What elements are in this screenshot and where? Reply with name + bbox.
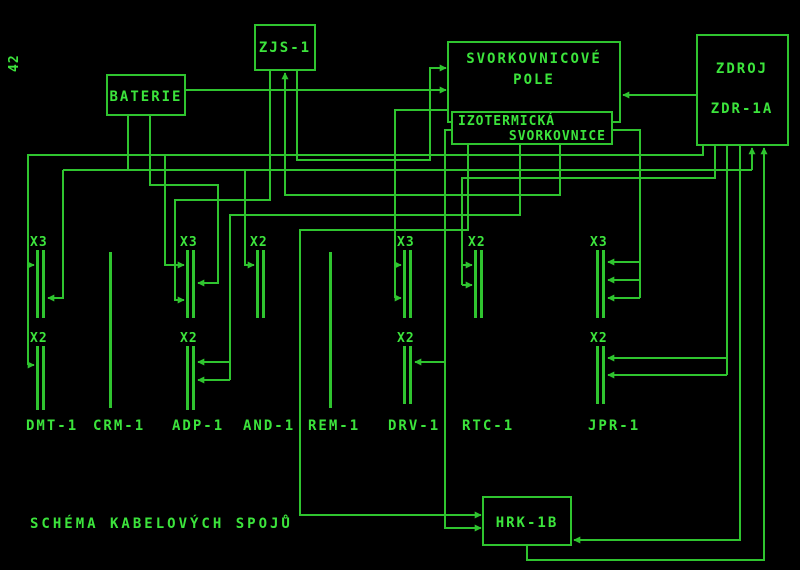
connector-label-x2: X2	[30, 331, 48, 346]
connector-label-x2: X2	[468, 235, 486, 250]
connector-label-x2: X2	[397, 331, 415, 346]
device-label: REM-1	[308, 418, 360, 434]
wire-pole-to-drv-trunk	[394, 109, 448, 298]
box-zjs: ZJS-1	[254, 24, 316, 71]
box-zjs-outline	[254, 24, 316, 71]
wire-arrow-izoterm-to-hrk-a	[299, 144, 482, 519]
wire-zdroj-to-dmt-trunk	[27, 145, 704, 365]
box-baterie: BATERIE	[106, 74, 186, 116]
device-label: RTC-1	[462, 418, 514, 434]
wire-arrow-izoterm-to-hrk-b	[444, 129, 482, 532]
box-zjs-label: ZJS-1	[259, 40, 311, 56]
box-baterie-outline	[106, 74, 186, 116]
connector-bar	[602, 250, 605, 318]
wire-arrow-zjs-to-pole	[296, 64, 447, 161]
box-hrk-label: HRK-1B	[496, 515, 559, 531]
device-dmt-1: X3 X2 DMT-1	[26, 235, 78, 434]
device-label: JPR-1	[588, 418, 640, 434]
box-izotermicka-line1: IZOTERMICKÁ	[458, 113, 555, 129]
wire-arrow-and-x2	[244, 170, 255, 269]
wire-zdroj-to-rtc-trunk	[461, 145, 716, 285]
cable-line	[109, 252, 112, 408]
connector-bar	[596, 346, 599, 404]
device-label: CRM-1	[93, 418, 145, 434]
box-izotermicka-line2: SVORKOVNICE	[509, 129, 606, 144]
box-zdroj-line1: ZDROJ	[716, 61, 768, 77]
wire-arrow-zjs-to-adp-x3	[174, 70, 271, 304]
connector-bar	[480, 250, 483, 318]
connector-label-x3: X3	[397, 235, 415, 250]
connector-bar	[192, 346, 195, 410]
box-hrk: HRK-1B	[482, 496, 572, 546]
connector-bar	[36, 346, 39, 410]
device-drv-1: X3 X2 DRV-1	[388, 235, 440, 434]
page-corner-number: 42	[7, 54, 22, 72]
wire-arrow-dmt-x3-b	[47, 170, 64, 302]
wire-izoterm-to-adp-x2-trunk	[229, 144, 521, 380]
connector-bar	[403, 250, 406, 318]
connector-bar	[192, 250, 195, 318]
connector-bar	[42, 250, 45, 318]
cable-line	[329, 252, 332, 408]
box-izotermicka-svorkovnice: IZOTERMICKÁ SVORKOVNICE	[451, 111, 613, 145]
connector-label-x2: X2	[590, 331, 608, 346]
schematic-caption: SCHÉMA KABELOVÝCH SPOJŮ	[30, 514, 293, 532]
device-label: DMT-1	[26, 418, 78, 434]
connector-bar	[409, 346, 412, 404]
connector-bar	[409, 250, 412, 318]
box-zdroj-line2: ZDR-1A	[711, 101, 774, 117]
device-rtc-1: X2 RTC-1	[462, 235, 514, 434]
box-zdroj: ZDROJ ZDR-1A	[696, 34, 789, 146]
device-rem-1: REM-1	[308, 252, 360, 434]
box-svorkovnicove-pole-line2: POLE	[513, 72, 555, 88]
connector-bar	[256, 250, 259, 318]
box-zdroj-outline	[696, 34, 789, 146]
box-svorkovnicove-pole-outline	[447, 41, 621, 123]
connector-bar	[186, 250, 189, 318]
connector-label-x3: X3	[590, 235, 608, 250]
connector-label-x2: X2	[250, 235, 268, 250]
device-label: ADP-1	[172, 418, 224, 434]
connector-bar	[42, 346, 45, 410]
boxes-layer: ZJS-1 BATERIE SVORKOVNICOVÉ POLE IZOTERM…	[106, 24, 789, 546]
device-and-1: X2 AND-1	[243, 235, 295, 434]
box-izotermicka-outline	[451, 111, 613, 145]
device-jpr-1: X3 X2 JPR-1	[588, 235, 640, 434]
connector-bar	[186, 346, 189, 410]
connector-bar	[474, 250, 477, 318]
connector-bar	[262, 250, 265, 318]
box-hrk-outline	[482, 496, 572, 546]
wire-arrow-baterie-to-adp-x3	[149, 115, 219, 287]
connector-bar	[596, 250, 599, 318]
device-adp-1: X3 X2 ADP-1	[172, 235, 224, 434]
wire-izoterm-to-jpr-x3-trunk	[612, 129, 641, 298]
connector-label-x3: X3	[30, 235, 48, 250]
box-svorkovnicove-pole: SVORKOVNICOVÉ POLE	[447, 41, 621, 123]
connector-bar	[403, 346, 406, 404]
connector-bar	[36, 250, 39, 318]
connector-label-x2: X2	[180, 331, 198, 346]
device-label: AND-1	[243, 418, 295, 434]
device-label: DRV-1	[388, 418, 440, 434]
connector-bar	[602, 346, 605, 404]
box-baterie-label: BATERIE	[109, 89, 182, 105]
device-crm-1: CRM-1	[93, 252, 145, 434]
wires-layer	[27, 64, 768, 561]
devices-layer: X3 X2 DMT-1 CRM-1 X3 X2 ADP-1 X2 AND-1	[26, 235, 640, 434]
wire-arrow-zdroj-to-hrk	[573, 145, 741, 544]
connector-label-x3: X3	[180, 235, 198, 250]
box-svorkovnicove-pole-line1: SVORKOVNICOVÉ	[466, 50, 602, 67]
wire-arrow-hrk-to-zdroj	[526, 147, 768, 561]
wire-arrow-adp-x3-a	[164, 155, 185, 269]
wire-arrow-izoterm-to-zjs	[281, 72, 561, 196]
